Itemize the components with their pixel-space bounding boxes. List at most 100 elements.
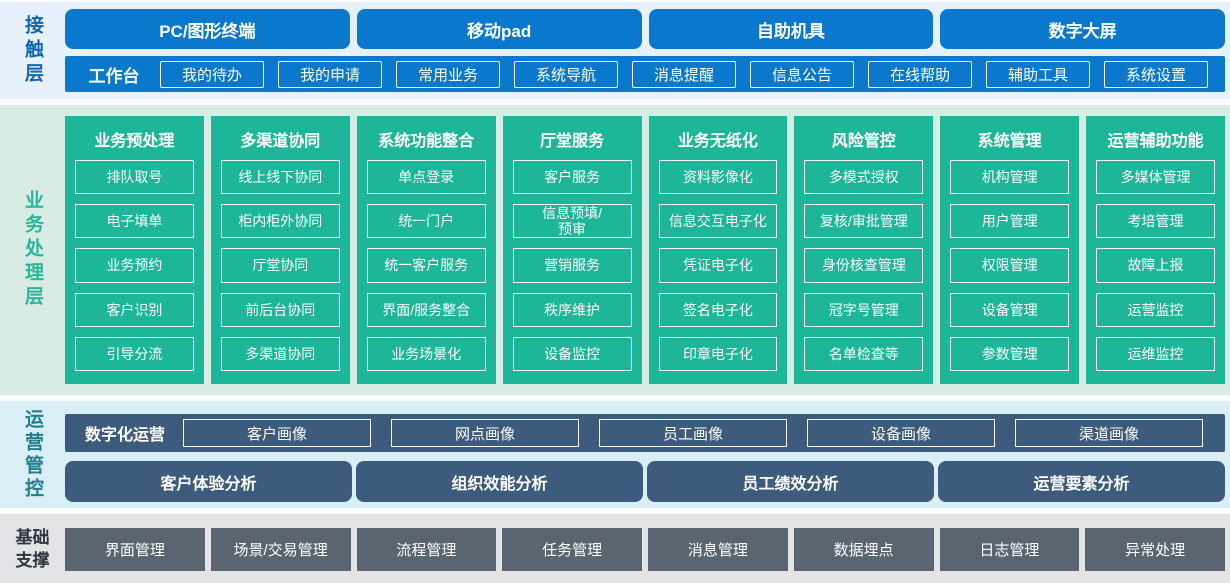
foundation-box: 流程管理 (356, 528, 497, 571)
workbench-item: 系统导航 (514, 60, 618, 88)
foundation-box: 界面管理 (65, 528, 205, 571)
business-feature-box: 设备监控 (512, 336, 632, 372)
analysis-box: 客户体验分析 (65, 461, 352, 502)
profile-box: 客户画像 (183, 419, 371, 447)
business-feature-box: 业务预约 (75, 248, 194, 283)
workbench-item: 我的申请 (278, 60, 382, 88)
workbench-item: 常用业务 (396, 60, 500, 88)
business-feature-box: 凭证电子化 (658, 248, 778, 283)
profile-box: 员工画像 (599, 419, 787, 447)
operations-layer-band: 运营管控 数字化运营 客户画像 网点画像 员工画像 设备画像 渠道画像 (0, 401, 1230, 508)
business-feature-box: 印章电子化 (658, 336, 778, 372)
business-column: 多渠道协同 线上线下协同 柜内柜外协同 厅堂协同 前后台协同 多渠道协同 (210, 116, 350, 384)
business-feature-box: 多媒体管理 (1096, 160, 1215, 195)
terminal-box: 数字大屏 (940, 9, 1225, 49)
business-feature-box: 信息预填/ 预审 (512, 204, 632, 239)
profile-boxes: 客户画像 网点画像 员工画像 设备画像 渠道画像 (173, 419, 1213, 447)
business-column-items: 资料影像化 信息交互电子化 凭证电子化 签名电子化 印章电子化 (649, 160, 788, 384)
workbench-item: 辅助工具 (986, 60, 1090, 88)
workbench-item: 信息公告 (750, 60, 854, 88)
business-feature-box: 排队取号 (75, 160, 194, 195)
business-column-title: 运营辅助功能 (1107, 133, 1204, 150)
profile-box: 设备画像 (807, 419, 995, 447)
business-column-items: 机构管理 用户管理 权限管理 设备管理 参数管理 (940, 160, 1079, 384)
foundation-box: 异常处理 (1085, 528, 1225, 571)
business-column-title: 业务预处理 (94, 133, 175, 150)
business-feature-box: 参数管理 (950, 336, 1070, 372)
business-feature-box: 厅堂协同 (220, 248, 340, 283)
foundation-box: 消息管理 (648, 528, 788, 571)
digital-ops-label: 数字化运营 (84, 427, 165, 444)
business-feature-box: 机构管理 (950, 160, 1070, 195)
workbench-item: 在线帮助 (868, 60, 972, 88)
business-feature-box: 统一门户 (366, 204, 486, 239)
business-column-items: 多模式授权 复核/审批管理 身份核查管理 冠字号管理 名单检查等 (794, 160, 933, 384)
business-column: 运营辅助功能 多媒体管理 考培管理 故障上报 运营监控 运维监控 (1086, 116, 1225, 384)
business-feature-box: 业务场景化 (366, 336, 486, 372)
business-feature-box: 身份核查管理 (804, 248, 924, 283)
workbench-item: 我的待办 (160, 60, 264, 88)
business-feature-box: 签名电子化 (658, 292, 778, 327)
business-feature-box: 多渠道协同 (220, 336, 340, 372)
business-feature-box: 多模式授权 (804, 160, 924, 195)
business-feature-box: 权限管理 (950, 248, 1070, 283)
foundation-box: 任务管理 (502, 528, 642, 571)
business-column-title: 业务无纸化 (677, 133, 758, 150)
business-feature-box: 冠字号管理 (804, 292, 924, 327)
business-feature-box: 故障上报 (1096, 248, 1215, 283)
business-column-items: 排队取号 电子填单 业务预约 客户识别 引导分流 (65, 160, 204, 384)
analysis-box: 组织效能分析 (356, 461, 643, 502)
business-layer-band: 业务处理层 业务预处理 排队取号 电子填单 业务预约 客户 (0, 105, 1230, 395)
business-layer-gutter: 业务处理层 (0, 105, 65, 395)
workbench-items: 我的待办 我的申请 常用业务 系统导航 消息提醒 信息公告 在线帮助 辅助工具 … (153, 60, 1215, 88)
business-feature-box: 名单检查等 (804, 336, 924, 372)
contact-layer-gutter: 接触层 (0, 2, 65, 99)
business-feature-box: 统一客户服务 (366, 248, 486, 283)
business-feature-box: 电子填单 (75, 204, 194, 239)
terminal-box: PC/图形终端 (65, 9, 350, 49)
business-column-items: 线上线下协同 柜内柜外协同 厅堂协同 前后台协同 多渠道协同 (211, 160, 350, 384)
business-feature-box: 考培管理 (1096, 204, 1215, 239)
business-feature-box: 设备管理 (950, 292, 1070, 327)
business-feature-box: 资料影像化 (658, 160, 778, 195)
business-column-title: 系统功能整合 (378, 133, 475, 150)
foundation-box: 日志管理 (939, 528, 1080, 571)
digital-ops-bar: 数字化运营 客户画像 网点画像 员工画像 设备画像 渠道画像 (65, 414, 1225, 452)
business-feature-box: 线上线下协同 (220, 160, 340, 195)
business-feature-box: 运维监控 (1096, 336, 1215, 372)
workbench-item: 系统设置 (1104, 60, 1208, 88)
business-column-title: 厅堂服务 (540, 133, 605, 150)
business-feature-box: 运营监控 (1096, 292, 1215, 327)
business-feature-box: 界面/服务整合 (366, 292, 486, 327)
foundation-layer-band: 基础 支撑 界面管理 场景/交易管理 流程管理 任务管理 消息管理 数据埋点 日… (0, 514, 1230, 583)
business-feature-box: 营销服务 (512, 248, 632, 283)
business-feature-box: 客户识别 (75, 292, 194, 327)
analysis-box: 运营要素分析 (938, 461, 1225, 502)
business-column-items: 多媒体管理 考培管理 故障上报 运营监控 运维监控 (1086, 160, 1225, 384)
operations-layer-label: 运营管控 (22, 408, 43, 501)
contact-layer-band: 接触层 PC/图形终端 移动pad 自助机具 数字大屏 工作台 我的待办 我的申… (0, 2, 1230, 99)
business-column: 厅堂服务 客户服务 信息预填/ 预审 营销服务 秩序维护 设备监控 (502, 116, 642, 384)
business-column: 风险管控 多模式授权 复核/审批管理 身份核查管理 冠字号管理 名单检查等 (794, 116, 934, 384)
foundation-layer-label: 基础 支撑 (15, 527, 50, 570)
workbench-bar: 工作台 我的待办 我的申请 常用业务 系统导航 消息提醒 信息公告 在线帮助 (65, 56, 1225, 92)
workbench-item: 消息提醒 (632, 60, 736, 88)
terminal-box: 自助机具 (648, 9, 934, 49)
foundation-box: 数据埋点 (793, 528, 934, 571)
workbench-label: 工作台 (88, 66, 140, 86)
operations-layer-gutter: 运营管控 (0, 401, 65, 508)
foundation-layer-gutter: 基础 支撑 (0, 514, 65, 583)
business-feature-box: 前后台协同 (220, 292, 340, 327)
business-column: 系统管理 机构管理 用户管理 权限管理 设备管理 参数管理 (940, 116, 1080, 384)
contact-layer-label: 接触层 (22, 14, 43, 87)
terminal-box: 移动pad (356, 9, 642, 49)
business-column-title: 多渠道协同 (240, 133, 321, 150)
business-feature-box: 客户服务 (512, 160, 632, 195)
analysis-box: 员工绩效分析 (647, 461, 934, 502)
business-column-title: 风险管控 (831, 133, 896, 150)
business-feature-box: 柜内柜外协同 (220, 204, 340, 239)
business-column: 业务无纸化 资料影像化 信息交互电子化 凭证电子化 签名电子化 印章电子化 (648, 116, 788, 384)
foundation-row: 界面管理 场景/交易管理 流程管理 任务管理 消息管理 数据埋点 日志管理 异常… (65, 528, 1225, 571)
business-column-items: 单点登录 统一门户 统一客户服务 界面/服务整合 业务场景化 (357, 160, 496, 384)
